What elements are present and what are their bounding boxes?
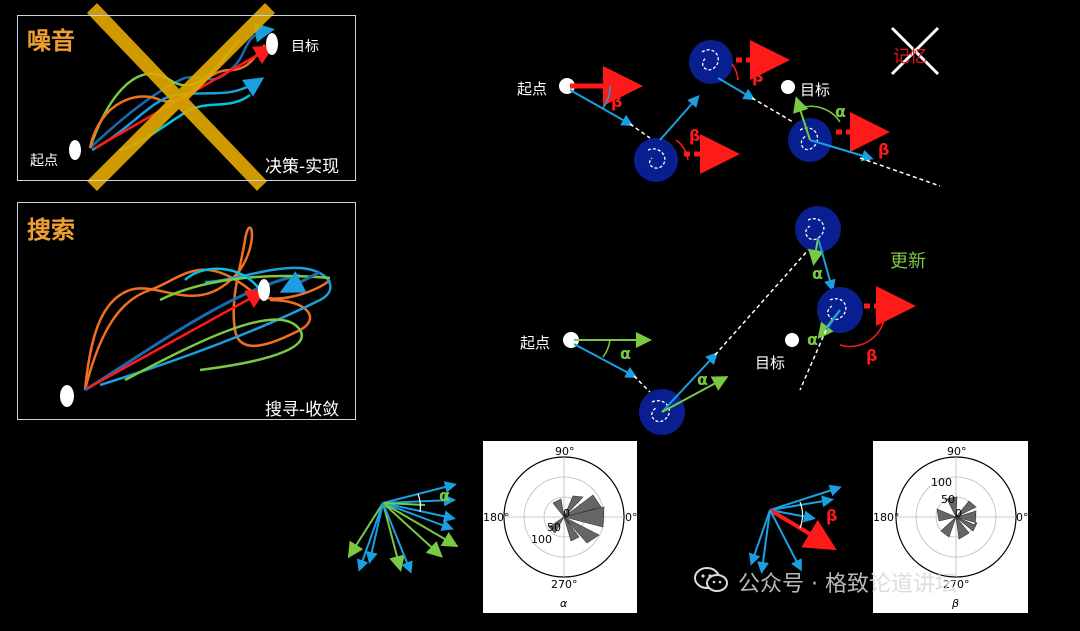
memory-label: 记忆: [893, 47, 927, 67]
mid-alpha-3: α: [812, 264, 823, 283]
polar-alpha-axis-label: α: [560, 597, 568, 610]
search-title: 搜索: [27, 216, 75, 244]
beta-fan: [748, 484, 842, 574]
search-panel: [17, 202, 356, 420]
watermark-text: 公众号 · 格致论道讲坛: [738, 572, 957, 597]
top-diagram: [559, 26, 941, 187]
noise-cross-icon: [86, 3, 275, 191]
top-start-label: 起点: [517, 80, 548, 98]
polar-beta-90: 90°: [947, 445, 967, 458]
mid-start-label: 起点: [520, 334, 551, 352]
polar-alpha-r50: 50: [547, 521, 561, 534]
top-goal-label: 目标: [800, 81, 831, 99]
polar-alpha-90: 90°: [555, 445, 575, 458]
noise-start-dot: [69, 140, 81, 160]
search-trajectories: [83, 226, 332, 392]
noise-panel: [17, 15, 356, 181]
polar-alpha-180: 180°: [483, 511, 510, 524]
top-beta-4: β: [878, 140, 890, 159]
mid-alpha-2: α: [697, 370, 708, 389]
wechat-icon: [694, 566, 728, 594]
update-label: 更新: [890, 251, 926, 272]
polar-beta-180: 180°: [873, 511, 900, 524]
search-goal-dot: [258, 279, 270, 301]
noise-caption: 决策-实现: [265, 157, 340, 177]
polar-beta-axis-label: β: [952, 597, 960, 610]
top-beta-3: β: [752, 67, 764, 86]
polar-beta-svg: [895, 456, 1017, 578]
search-start-dot: [60, 385, 74, 407]
polar-beta-r0: 0: [955, 507, 962, 520]
mid-alpha-4: α: [807, 330, 818, 349]
alpha-fan: [347, 481, 459, 574]
noise-goal-dot: [266, 33, 278, 55]
polar-beta-0: 0°: [1016, 511, 1029, 524]
fan-beta-label: β: [826, 506, 838, 525]
mid-beta: β: [866, 346, 878, 365]
fan-alpha-label: α: [439, 486, 450, 505]
top-alpha: α: [835, 102, 846, 121]
polar-alpha-r0: 0: [563, 507, 570, 520]
noise-start-label: 起点: [30, 153, 58, 169]
polar-alpha-svg: [503, 456, 625, 578]
polar-alpha-0: 0°: [625, 511, 638, 524]
polar-alpha-chart: 90° 180° 0° 270° 0 50 100 α: [483, 441, 638, 613]
polar-beta-270: 270°: [943, 578, 970, 591]
polar-alpha-r100: 100: [531, 533, 552, 546]
polar-beta-r100: 100: [931, 476, 952, 489]
polar-alpha-270: 270°: [551, 578, 578, 591]
mid-goal-label: 目标: [755, 354, 786, 372]
noise-title: 噪音: [27, 27, 75, 55]
top-beta-2: β: [689, 126, 701, 145]
mid-diagram: [563, 206, 916, 435]
mid-alpha-1: α: [620, 344, 631, 363]
polar-beta-r50: 50: [941, 493, 955, 506]
search-caption: 搜寻-收敛: [265, 400, 340, 420]
noise-goal-label: 目标: [291, 39, 319, 55]
memory-cross-icon: [890, 26, 940, 76]
top-beta-1: β: [611, 92, 623, 111]
polar-beta-chart: 90° 180° 0° 270° 0 50 100 β: [873, 441, 1029, 613]
